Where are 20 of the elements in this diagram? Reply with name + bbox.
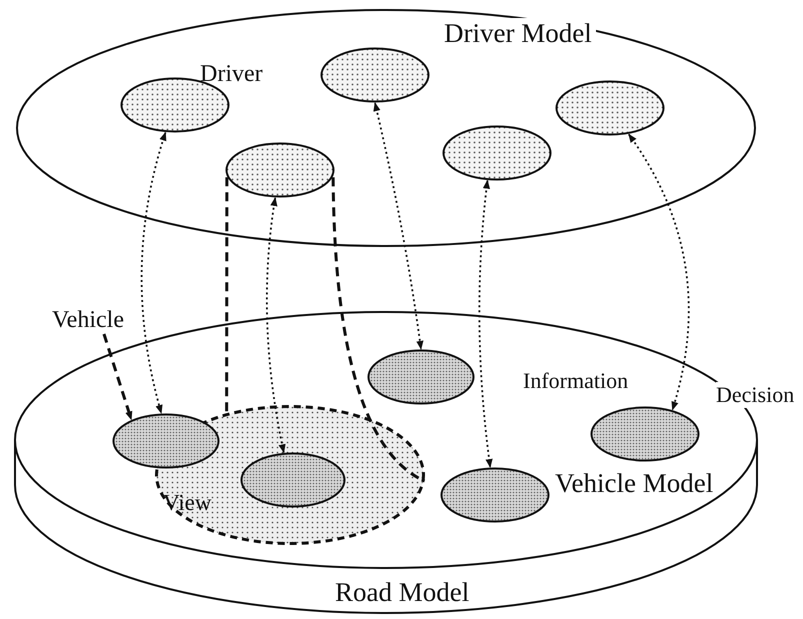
shaded-ellipse — [320, 47, 430, 103]
double-headed-arrow — [628, 134, 690, 411]
shaded-ellipse — [367, 349, 475, 405]
text-label: Decision — [716, 382, 794, 408]
double-headed-arrow — [478, 180, 493, 468]
dashed-line — [332, 177, 426, 482]
double-headed-arrow — [140, 132, 167, 414]
shaded-ellipse — [590, 406, 700, 462]
node-title: Driver — [200, 60, 263, 88]
double-headed-arrow — [266, 197, 286, 454]
shaded-ellipse — [112, 413, 220, 469]
dashed-line — [225, 177, 228, 414]
double-headed-arrow — [373, 102, 424, 350]
shaded-ellipse — [442, 125, 552, 181]
shaded-ellipse — [240, 452, 346, 508]
shaded-ellipse — [440, 467, 550, 523]
text-label: Vehicle — [52, 306, 124, 334]
shaded-ellipse — [555, 80, 665, 136]
arrow — [102, 334, 133, 420]
shaded-ellipse — [225, 142, 335, 198]
